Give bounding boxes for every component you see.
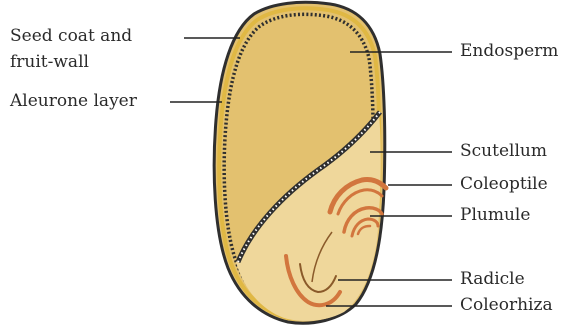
label-coleorhiza: Coleorhiza <box>460 296 553 315</box>
label-plumule: Plumule <box>460 206 530 225</box>
label-endosperm: Endosperm <box>460 42 558 61</box>
label-coleoptile: Coleoptile <box>460 175 548 194</box>
label-aleurone: Aleurone layer <box>10 92 137 111</box>
label-seed-coat-line2: fruit-wall <box>10 53 89 72</box>
label-radicle: Radicle <box>460 270 525 289</box>
label-scutellum: Scutellum <box>460 142 547 161</box>
label-seed-coat-line1: Seed coat and <box>10 27 132 46</box>
